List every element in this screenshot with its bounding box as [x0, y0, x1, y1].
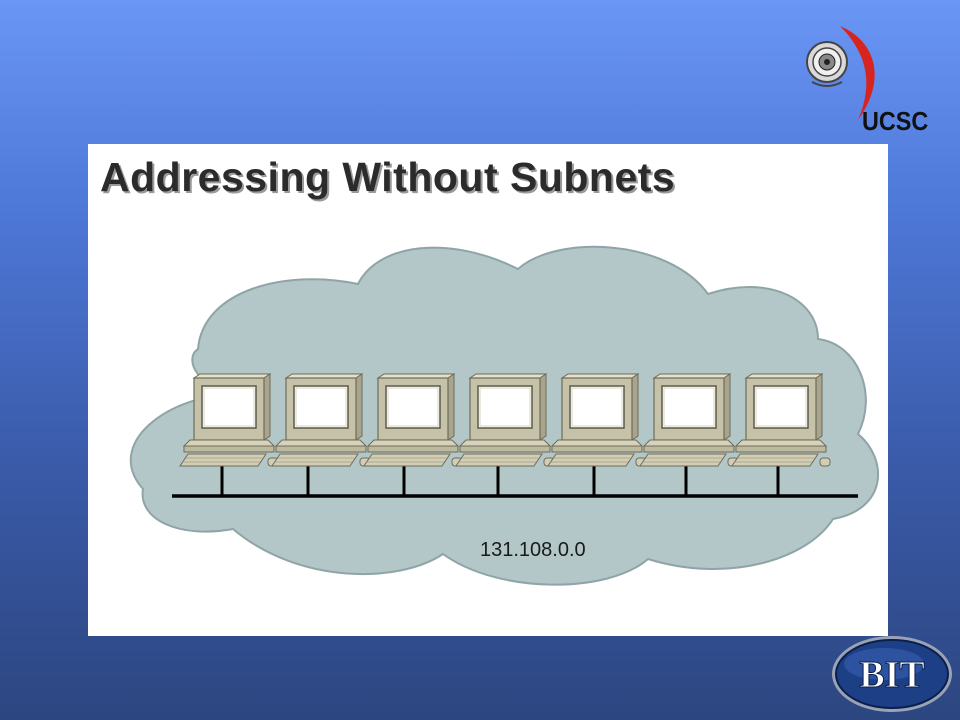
slide-image: 131.108.0.0 Addressing Without Subnets — [88, 144, 888, 636]
host-drop-lines — [220, 464, 780, 496]
network-address-label: 131.108.0.0 — [480, 539, 586, 561]
bit-logo-text: BIT — [859, 654, 924, 696]
ucsc-swoosh-icon — [840, 26, 875, 120]
ucsc-logo — [806, 26, 875, 120]
computer-host-1 — [179, 373, 279, 467]
computer-host-3 — [363, 373, 463, 467]
network-diagram: 131.108.0.0 — [129, 245, 879, 586]
ucsc-seal-icon — [806, 41, 848, 87]
computer-host-7 — [731, 373, 831, 467]
bit-logo: BIT — [832, 636, 952, 712]
computer-host-2 — [271, 373, 371, 467]
computer-host-5 — [547, 373, 647, 467]
computer-host-4 — [455, 373, 555, 467]
slide-title: Addressing Without Subnets — [100, 154, 676, 200]
ucsc-logo-text: UCSC — [862, 106, 929, 136]
computer-host-6 — [639, 373, 739, 467]
